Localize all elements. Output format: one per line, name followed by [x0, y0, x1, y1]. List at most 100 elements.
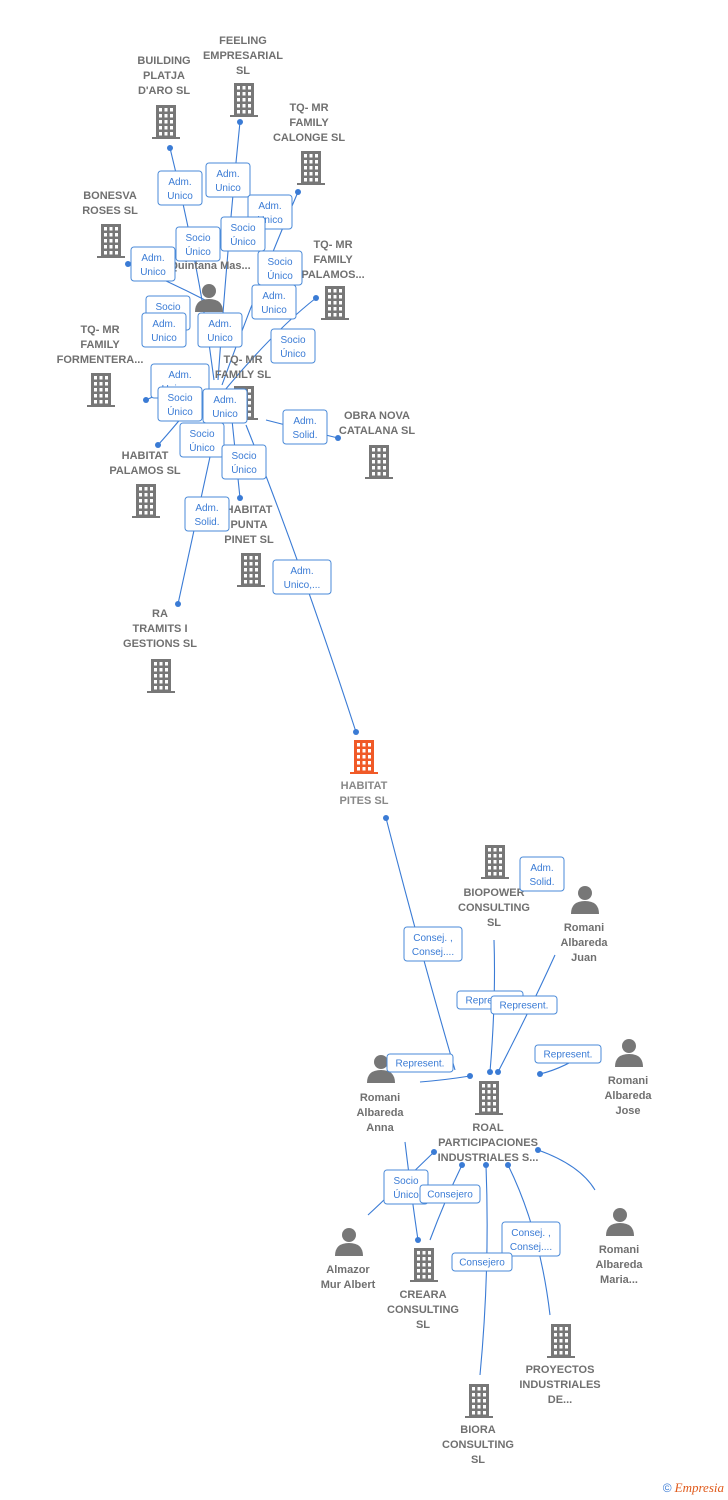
building-window [309, 166, 313, 170]
node-maria[interactable]: RomaniAlbaredaMaria... [595, 1208, 643, 1286]
person-icon [606, 1208, 634, 1236]
building-window [377, 454, 381, 458]
building-window [109, 233, 113, 237]
building-window [109, 239, 113, 243]
building-window [309, 154, 313, 158]
relationship-badge[interactable]: Represent. [534, 1044, 602, 1064]
badge-text: Consej. , [413, 933, 452, 944]
node-quintana[interactable]: Quintana Mas... [169, 260, 251, 312]
relationship-badge[interactable]: Adm.Solid. [184, 496, 230, 532]
relationship-badge[interactable]: Consej. ,Consej.... [501, 1221, 561, 1257]
building-window [487, 1108, 491, 1112]
building-window [159, 680, 163, 684]
building-window [477, 1399, 481, 1403]
person-body [571, 901, 599, 914]
building-icon [350, 740, 378, 774]
relationship-badge[interactable]: Adm.Unico [197, 312, 243, 348]
node-label-line: BUILDING [137, 55, 190, 67]
building-window [304, 166, 307, 170]
building-icon [475, 1081, 503, 1115]
building-window [237, 98, 240, 102]
building-window [105, 388, 108, 392]
building-window [237, 86, 240, 90]
building-icon [365, 445, 393, 479]
building-window [372, 466, 375, 470]
badge-text: Consejero [459, 1258, 505, 1269]
edge-arrowhead [353, 729, 359, 735]
relationship-badge[interactable]: Adm.Unico,... [272, 559, 332, 595]
building-window [372, 460, 375, 464]
relationship-badge[interactable]: Adm.Unico [157, 170, 203, 206]
badge-text: Consej.... [510, 1242, 552, 1253]
badge-text: Único [230, 235, 256, 248]
building-window [333, 307, 337, 311]
relationship-badge[interactable]: Consejero [451, 1252, 513, 1272]
relationship-badge[interactable]: Adm.Unico [141, 312, 187, 348]
relationship-badge[interactable]: Represent. [386, 1053, 454, 1073]
relationship-badge[interactable]: Adm.Solid. [519, 856, 565, 892]
node-label-line: PUNTA [230, 519, 267, 531]
edge-arrowhead [495, 1069, 501, 1075]
edge-arrowhead [167, 145, 173, 151]
badge-text: Unico [212, 409, 238, 420]
relationship-badge[interactable]: Adm.Unico [205, 162, 251, 198]
building-base [297, 183, 325, 185]
relationship-edge-17 [537, 1149, 596, 1191]
building-window [242, 104, 246, 108]
badge-text: Adm. [530, 863, 553, 874]
person-body [615, 1054, 643, 1067]
building-window [428, 1275, 431, 1279]
relationship-badge[interactable]: Consejero [419, 1184, 481, 1204]
node-label-line: EMPRESARIAL [203, 50, 283, 62]
building-window [554, 1333, 557, 1337]
edge-arrowhead [415, 1237, 421, 1243]
relationship-badge[interactable]: Adm.Unico [251, 284, 297, 320]
node-label-line: Mur Albert [321, 1279, 376, 1291]
building-window [309, 160, 313, 164]
relationship-badge[interactable]: Represent. [490, 995, 558, 1015]
relationship-badge[interactable]: Consej. ,Consej.... [403, 926, 463, 962]
node-label-line: ROAL [472, 1122, 503, 1134]
node-tqformentera[interactable]: TQ- MRFAMILYFORMENTERA... [57, 324, 144, 407]
building-window [368, 761, 371, 765]
relationship-badge[interactable]: Adm.Solid. [282, 409, 328, 445]
person-icon [571, 886, 599, 914]
node-tqpalamos[interactable]: TQ- MRFAMILYPALAMOS... [301, 239, 365, 320]
brand-logo[interactable]: Empresia [674, 1480, 724, 1495]
edge-arrowhead [313, 295, 319, 301]
building-base [365, 477, 393, 479]
building-window [417, 1251, 420, 1255]
node-proyectos[interactable]: PROYECTOSINDUSTRIALESDE... [519, 1324, 601, 1406]
relationship-badge[interactable]: Adm.Unico [202, 388, 248, 424]
building-window [472, 1411, 475, 1415]
building-window [333, 289, 337, 293]
relationship-badge[interactable]: Adm.Unico [130, 246, 176, 282]
building-window [483, 1393, 486, 1397]
